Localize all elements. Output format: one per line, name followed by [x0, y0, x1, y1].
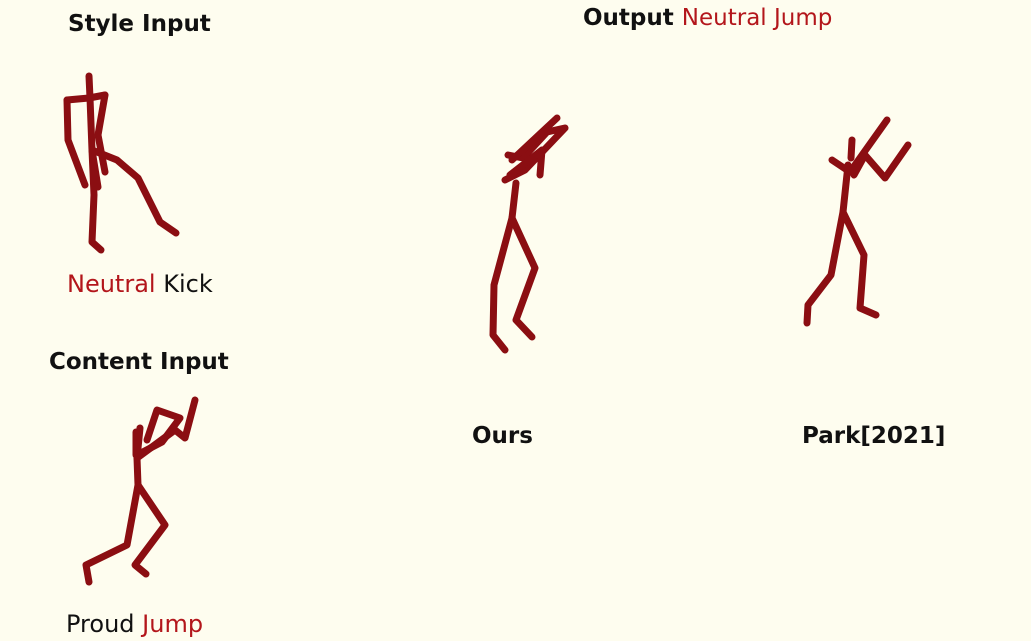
ours-output-skeleton [489, 114, 569, 354]
skeleton-limb [63, 96, 89, 189]
skeleton-limb [82, 481, 142, 586]
skeleton-limb [839, 208, 880, 319]
skeleton-limb [94, 91, 109, 176]
baseline-label: Park[2021] [802, 423, 946, 449]
skeleton-limb [847, 136, 856, 162]
skeleton-limb [508, 179, 520, 222]
content-input-caption-motion: Jump [142, 610, 204, 638]
skeleton-limb [828, 116, 891, 176]
skeleton-limb [508, 214, 539, 341]
style-input-caption-motion: Kick [163, 270, 213, 298]
content-input-heading: Content Input [49, 349, 229, 375]
style-input-heading: Style Input [68, 11, 211, 37]
content-input-skeleton [82, 396, 199, 586]
skeleton-limb [506, 146, 546, 179]
skeleton-limb [850, 141, 912, 182]
skeleton-limb [508, 114, 561, 164]
skeleton-limb [501, 124, 569, 184]
style-input-caption: Neutral Kick [67, 272, 213, 296]
skeleton-limb [131, 481, 169, 578]
output-heading-style: Neutral Jump [681, 5, 833, 31]
output-heading: Output Neutral Jump [583, 7, 832, 30]
output-heading-prefix: Output [583, 5, 674, 31]
skeleton-limb [133, 396, 199, 462]
skeleton-limb [803, 208, 847, 327]
content-input-caption-style: Proud [66, 610, 135, 638]
style-input-caption-style: Neutral [67, 270, 156, 298]
baseline-output-skeleton [803, 116, 912, 327]
ours-label: Ours [472, 423, 533, 449]
skeleton-limb [489, 214, 516, 354]
style-input-skeleton [63, 72, 180, 254]
content-input-caption: Proud Jump [66, 612, 203, 636]
skeleton-limb [88, 146, 102, 191]
skeleton-limb [63, 91, 109, 104]
skeleton-limb [88, 146, 180, 237]
